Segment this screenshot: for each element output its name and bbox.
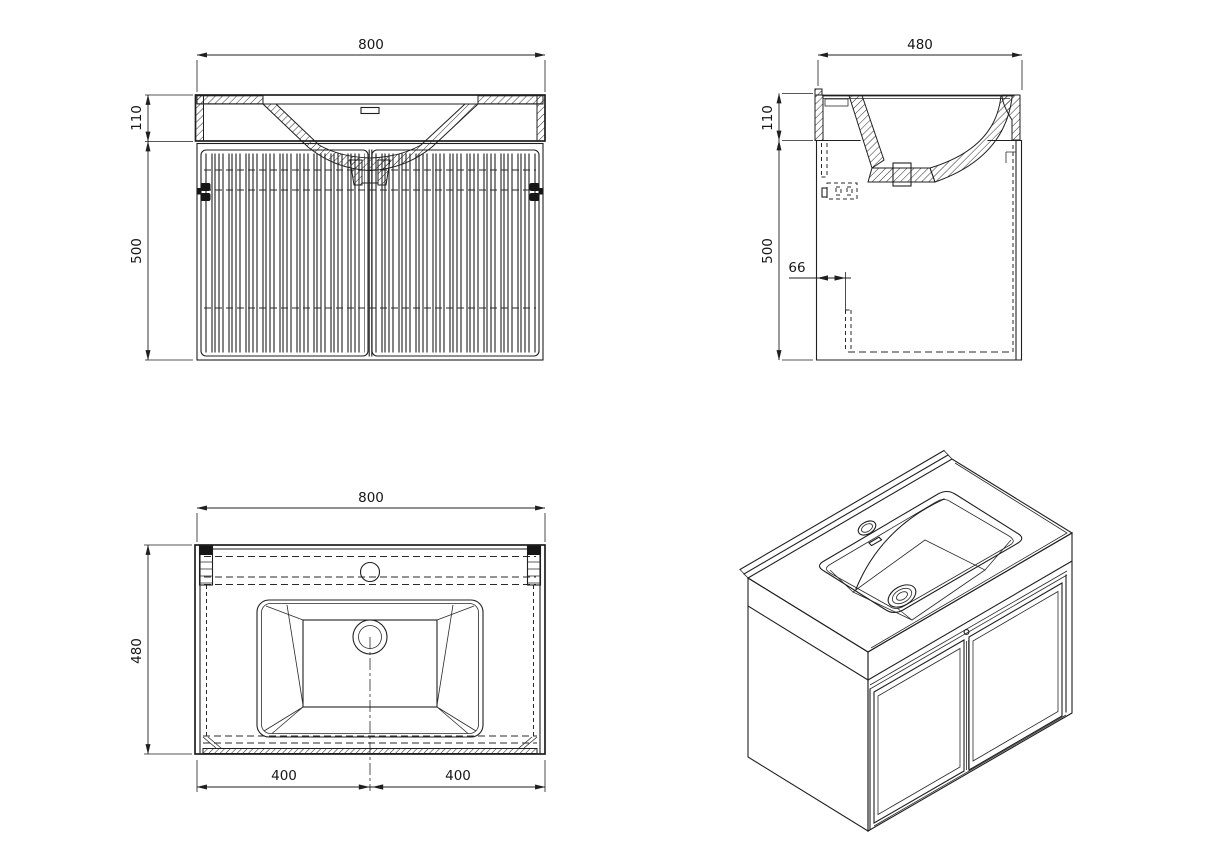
- top-depth-dim-label: 480: [129, 638, 145, 664]
- iso-right-door: [968, 582, 1063, 771]
- front-countertop: [194, 94, 546, 186]
- iso-drain: [887, 584, 917, 608]
- front-cabinet-height-dim-label: 500: [129, 238, 145, 264]
- iso-faucet-hole: [857, 520, 877, 536]
- side-depth-dim-label: 480: [907, 37, 933, 53]
- top-dimensions: 800 480 400 400: [129, 490, 546, 792]
- front-basin-wall-section: [261, 103, 480, 172]
- isometric-view: [739, 449, 1074, 832]
- iso-side-panel: [747, 605, 869, 832]
- iso-overflow-slot: [868, 536, 883, 547]
- front-width-dim-label: 800: [358, 37, 384, 53]
- side-cabinet: [815, 139, 1023, 361]
- front-drain-section: [349, 159, 391, 186]
- front-basin-height-dim-label: 110: [129, 105, 145, 131]
- side-view: 480 110 500 66: [760, 37, 1023, 361]
- front-view: 800 110 500: [129, 37, 546, 361]
- iso-bowl: [829, 498, 1012, 621]
- side-drain-section: [892, 162, 912, 187]
- front-right-hinge: [529, 183, 544, 201]
- front-overflow-slot: [360, 106, 380, 115]
- side-hinge-offset-dim-label: 66: [788, 260, 805, 276]
- top-drain-left-dim-label: 400: [271, 768, 297, 784]
- top-view: 800 480 400 400: [129, 490, 546, 792]
- front-cabinet: [196, 142, 544, 361]
- side-dimensions: 480 110 500 66: [760, 37, 1023, 361]
- faucet-hole: [359, 561, 381, 583]
- front-dimensions: 800 110 500: [129, 37, 546, 361]
- side-basin-section: [814, 88, 1023, 187]
- iso-door-knob: [963, 629, 970, 635]
- iso-left-door: [873, 639, 965, 824]
- side-hidden-hinge: [821, 182, 858, 200]
- iso-countertop: [739, 449, 1074, 681]
- side-cabinet-height-dim-label: 500: [760, 238, 776, 264]
- iso-cabinet: [747, 560, 1073, 832]
- iso-backsplash: [739, 449, 953, 579]
- top-right-hinge: [526, 545, 542, 586]
- top-width-dim-label: 800: [358, 490, 384, 506]
- top-left-hinge: [198, 545, 214, 586]
- top-drain-right-dim-label: 400: [445, 768, 471, 784]
- front-left-hinge: [196, 183, 211, 201]
- iso-basin-rim: [818, 490, 1023, 614]
- top-basin: [256, 599, 484, 791]
- side-basin-height-dim-label: 110: [760, 105, 776, 131]
- front-left-door: [200, 149, 369, 357]
